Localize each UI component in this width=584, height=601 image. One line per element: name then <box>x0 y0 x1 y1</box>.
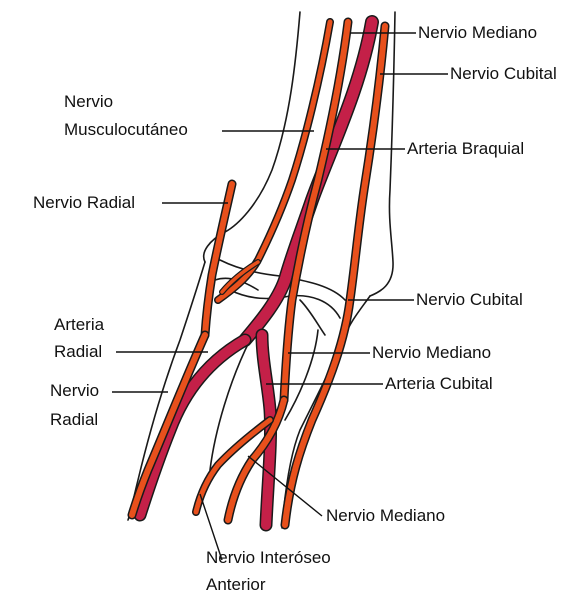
label-nervio-interoseo-2: Anterior <box>206 575 266 595</box>
label-nervio-mediano-mid: Nervio Mediano <box>372 343 491 363</box>
label-arteria-radial-2: Radial <box>54 342 102 362</box>
label-nervio-mediano-top: Nervio Mediano <box>418 23 537 43</box>
label-nervio-radial-top: Nervio Radial <box>33 193 135 213</box>
label-nervio-musculocutaneo-1: Nervio <box>64 92 113 112</box>
label-nervio-musculocutaneo-2: Musculocutáneo <box>64 120 188 140</box>
label-nervio-radial-bot-1: Nervio <box>50 381 99 401</box>
label-nervio-cubital-mid: Nervio Cubital <box>416 290 523 310</box>
nervio-musculocutaneo-path <box>218 22 330 300</box>
label-nervio-cubital-top: Nervio Cubital <box>450 64 557 84</box>
label-nervio-radial-bot-2: Radial <box>50 410 98 430</box>
label-arteria-cubital: Arteria Cubital <box>385 374 493 394</box>
label-arteria-radial-1: Arteria <box>54 315 104 335</box>
label-nervio-mediano-bot: Nervio Mediano <box>326 506 445 526</box>
label-nervio-interoseo-1: Nervio Interóseo <box>206 548 331 568</box>
label-arteria-braquial: Arteria Braquial <box>407 139 524 159</box>
